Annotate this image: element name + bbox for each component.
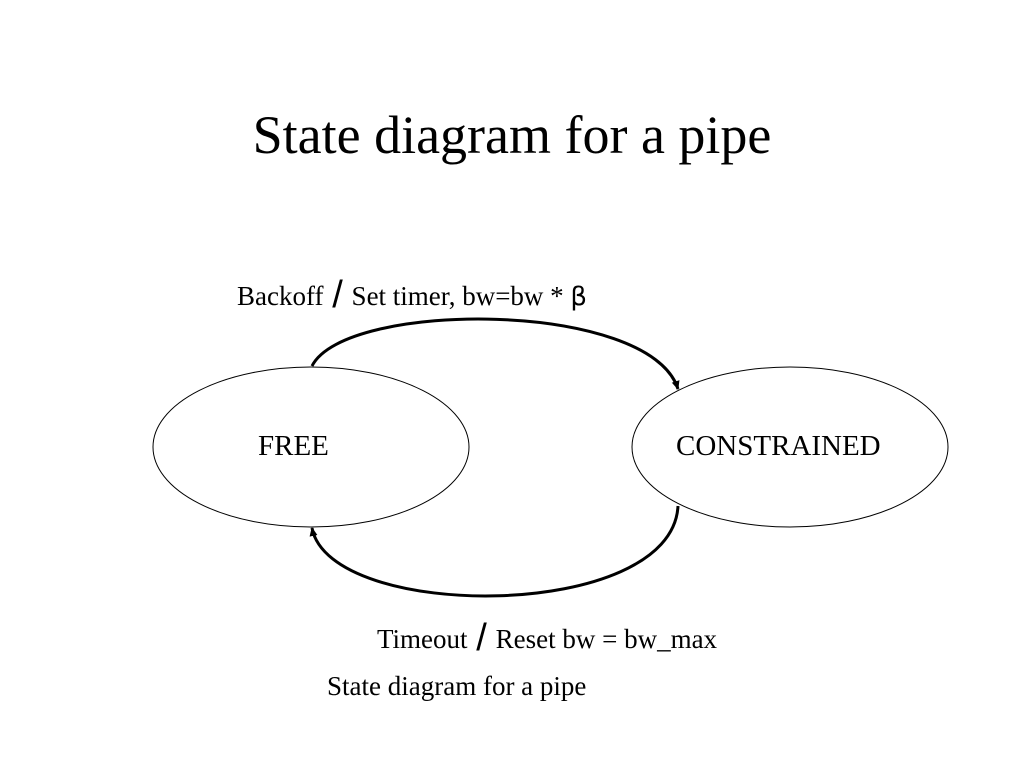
timeout-event: Timeout (377, 624, 468, 654)
state-free-node (152, 366, 470, 528)
beta-symbol: β (570, 282, 588, 312)
backoff-transition-label: Backoff / Set timer, bw=bw * β (237, 276, 588, 314)
diagram-caption: State diagram for a pipe (327, 671, 587, 701)
backoff-transition-arrow (310, 317, 680, 390)
state-free-label: FREE (258, 430, 329, 462)
timeout-separator: / (476, 617, 487, 659)
slide-title: State diagram for a pipe (252, 105, 772, 165)
timeout-action: Reset bw = bw_max (495, 624, 718, 654)
backoff-event: Backoff (237, 281, 324, 311)
state-constrained-node (631, 366, 949, 528)
state-constrained-label: CONSTRAINED (676, 430, 881, 462)
timeout-transition-arrow (309, 505, 680, 598)
timeout-transition-label: Timeout / Reset bw = bw_max (377, 619, 718, 657)
backoff-separator: / (332, 274, 343, 316)
backoff-action: Set timer, bw=bw * (351, 281, 571, 311)
